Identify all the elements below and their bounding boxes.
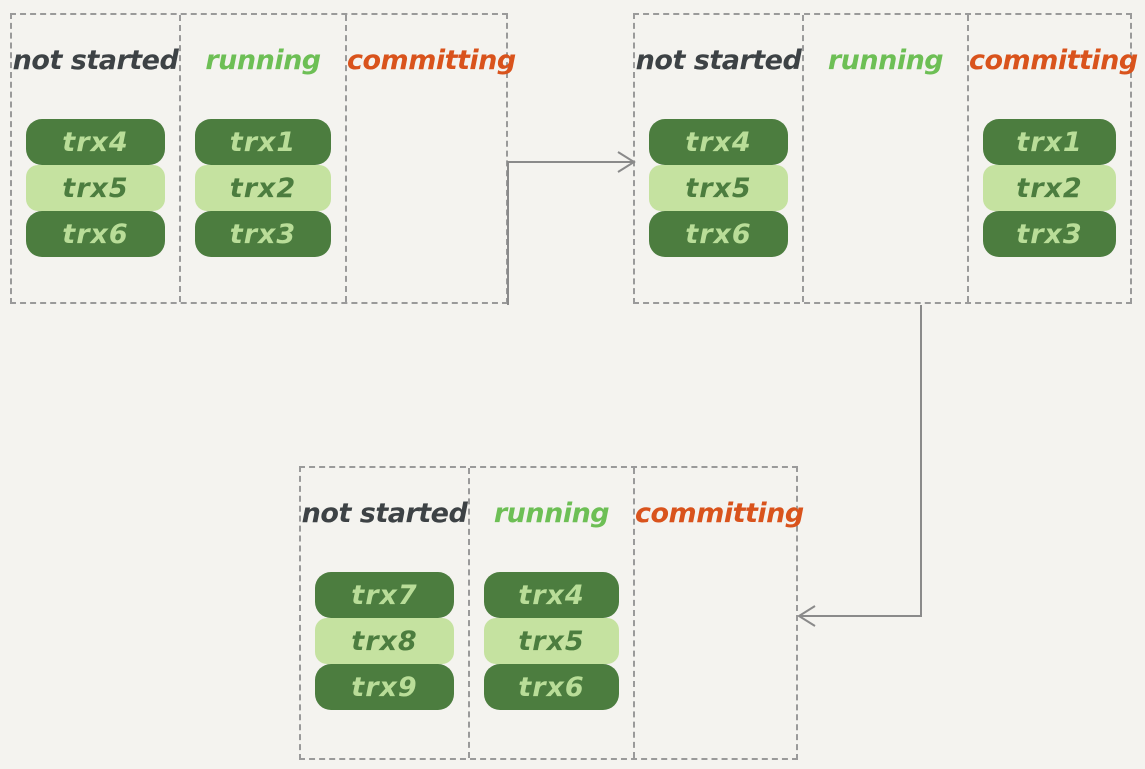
running-label: running (205, 45, 321, 76)
stage-3-not-started-stack: trx7 trx8 trx9 (315, 572, 454, 710)
stage-3-not-started-column: not started trx7 trx8 trx9 (301, 468, 468, 758)
stage-2-running-column: running (802, 15, 967, 302)
not-started-label: not started (301, 498, 468, 529)
stage-1-running-column: running trx1 trx2 trx3 (179, 15, 345, 302)
trx-block: trx2 (195, 165, 331, 211)
trx-block: trx4 (649, 119, 788, 165)
trx-block: trx5 (649, 165, 788, 211)
not-started-label: not started (12, 45, 179, 76)
trx-block: trx5 (26, 165, 165, 211)
stage-3-running-column: running trx4 trx5 trx6 (468, 468, 633, 758)
arrow-stage2-to-stage3 (799, 305, 922, 617)
trx-block: trx7 (315, 572, 454, 618)
trx-block: trx6 (26, 211, 165, 257)
stage-1-not-started-stack: trx4 trx5 trx6 (26, 119, 165, 257)
stage-1-not-started-column: not started trx4 trx5 trx6 (12, 15, 179, 302)
stage-2-box: not started trx4 trx5 trx6 running commi… (633, 13, 1138, 304)
trx-block: trx3 (195, 211, 331, 257)
running-label: running (493, 498, 610, 529)
running-label: running (827, 45, 944, 76)
trx-block: trx2 (983, 165, 1116, 211)
stage-2-not-started-stack: trx4 trx5 trx6 (649, 119, 788, 257)
not-started-label: not started (635, 45, 802, 76)
stage-3-box: not started trx7 trx8 trx9 running trx4 … (299, 466, 804, 760)
trx-block: trx1 (983, 119, 1116, 165)
stage-3-committing-column: committing (633, 468, 804, 758)
stage-1-committing-column: committing (345, 15, 516, 302)
stage-1-running-stack: trx1 trx2 trx3 (195, 119, 331, 257)
trx-block: trx4 (484, 572, 619, 618)
arrowhead-icon (617, 151, 636, 173)
arrow-stage1-to-stage2 (507, 161, 634, 305)
committing-label: committing (635, 498, 804, 529)
trx-block: trx4 (26, 119, 165, 165)
stage-2-not-started-column: not started trx4 trx5 trx6 (635, 15, 802, 302)
stage-3-running-stack: trx4 trx5 trx6 (484, 572, 619, 710)
trx-block: trx5 (484, 618, 619, 664)
trx-block: trx6 (484, 664, 619, 710)
trx-block: trx8 (315, 618, 454, 664)
stage-2-committing-stack: trx1 trx2 trx3 (983, 119, 1116, 257)
trx-block: trx1 (195, 119, 331, 165)
stage-1-box: not started trx4 trx5 trx6 running trx1 … (10, 13, 516, 304)
trx-block: trx9 (315, 664, 454, 710)
stage-2-committing-column: committing trx1 trx2 trx3 (967, 15, 1138, 302)
arrowhead-icon (797, 605, 816, 627)
trx-block: trx6 (649, 211, 788, 257)
trx-block: trx3 (983, 211, 1116, 257)
committing-label: committing (969, 45, 1138, 76)
committing-label: committing (347, 45, 516, 76)
